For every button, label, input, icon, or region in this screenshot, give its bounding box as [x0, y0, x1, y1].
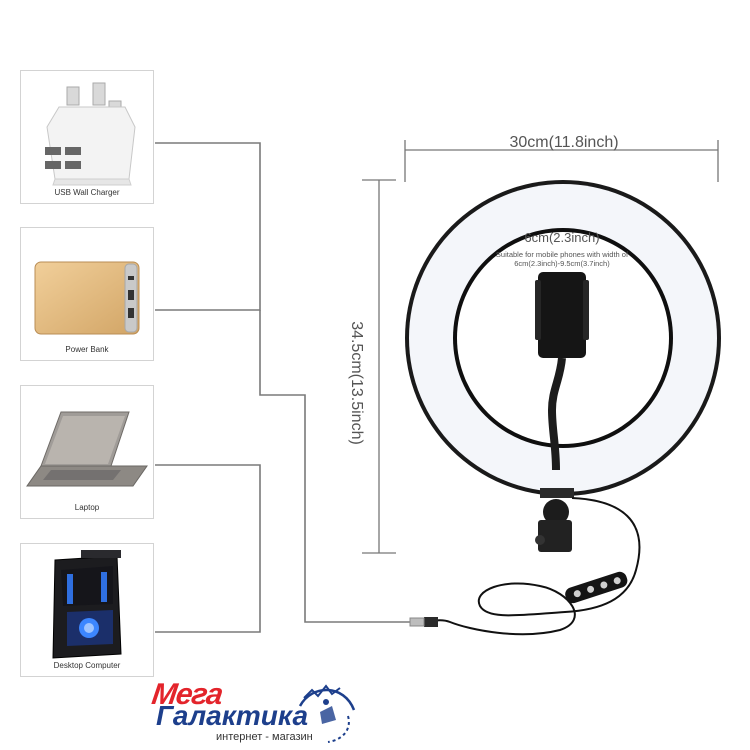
- gooseneck: [547, 357, 566, 471]
- panel-usb-wall-charger: USB Wall Charger: [20, 70, 154, 204]
- panel-laptop: Laptop: [20, 385, 154, 519]
- store-logo: Мега Галактика интернет - магазин: [150, 676, 370, 746]
- connector-lines: [155, 142, 410, 633]
- usb-plug-icon: [409, 617, 438, 627]
- panel-desktop-computer: Desktop Computer: [20, 543, 154, 677]
- height-label: 34.5cm(13.5inch): [348, 321, 365, 445]
- power-bank-icon: [34, 261, 140, 335]
- logo-tagline: интернет - магазин: [216, 731, 313, 743]
- holder-note-line1: Suitable for mobile phones with width of: [496, 250, 629, 259]
- desktop-computer-icon: [52, 550, 122, 659]
- phone-holder: [535, 272, 589, 358]
- logo-emblem-icon: [298, 684, 356, 743]
- ball-head-mount: [535, 488, 574, 552]
- holder-width-label: 6cm(2.3inch): [524, 230, 599, 245]
- usb-cable: [424, 497, 641, 636]
- panel-label: USB Wall Charger: [54, 188, 120, 197]
- holder-note-line2: 6cm(2.3inch)-9.5cm(3.7inch): [514, 259, 610, 268]
- panel-label: Laptop: [74, 503, 100, 512]
- panel-power-bank: Power Bank: [20, 227, 154, 361]
- usb-wall-charger-icon: [45, 82, 136, 186]
- panel-label: Desktop Computer: [53, 661, 121, 670]
- width-dimension: [404, 140, 719, 182]
- width-label: 30cm(11.8inch): [509, 134, 618, 151]
- inline-controller: [565, 571, 628, 604]
- panel-label: Power Bank: [65, 345, 109, 354]
- logo-brand-main: Галактика: [156, 700, 309, 731]
- laptop-icon: [26, 411, 148, 487]
- height-dimension: [362, 179, 396, 554]
